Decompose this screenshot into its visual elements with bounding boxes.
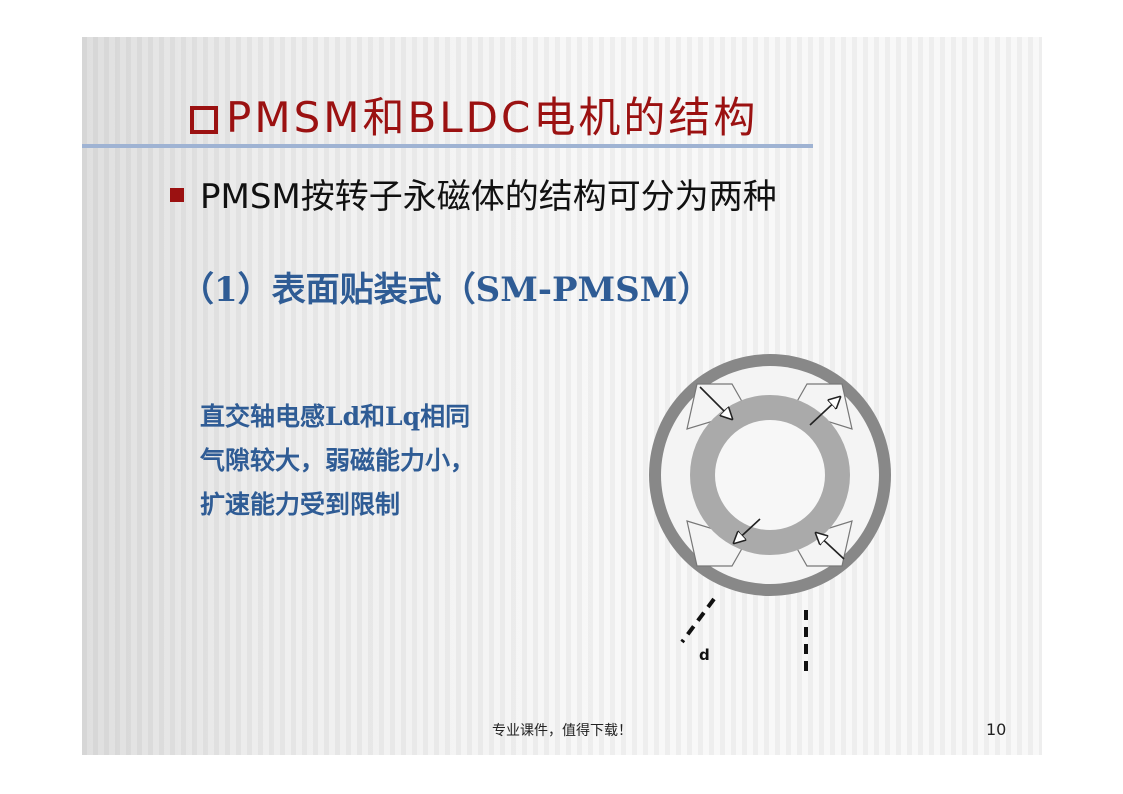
title-checkbox-icon — [190, 106, 218, 134]
title-underline — [82, 144, 813, 148]
note-line-3: 扩速能力受到限制 — [200, 490, 401, 519]
d-axis-label: d — [699, 646, 710, 664]
rotor-bore — [715, 420, 825, 530]
bullet-text: PMSM按转子永磁体的结构可分为两种 — [200, 177, 777, 217]
note-line-2: 气隙较大，弱磁能力小， — [200, 446, 476, 475]
arrow-bottom-left — [734, 518, 761, 543]
notes-block: 直交轴电感Ld和Lq相同 气隙较大，弱磁能力小， 扩速能力受到限制 — [200, 395, 475, 527]
slide: PMSM和BLDC电机的结构 PMSM按转子永磁体的结构可分为两种 （1）表面贴… — [82, 37, 1042, 755]
sm-pmsm-cross-section-diagram: d q — [649, 354, 891, 677]
arrow-bottom-right — [816, 533, 845, 560]
slide-title: PMSM和BLDC电机的结构 — [190, 93, 758, 143]
bullet-square-icon — [170, 188, 184, 202]
arrow-top-right — [809, 397, 840, 426]
note-line-1: 直交轴电感Ld和Lq相同 — [200, 402, 471, 431]
d-axis-line — [680, 597, 716, 644]
slide-title-text: PMSM和BLDC电机的结构 — [226, 93, 759, 142]
bullet-item: PMSM按转子永磁体的结构可分为两种 — [170, 173, 777, 221]
page-number: 10 — [986, 720, 1007, 739]
footer-text: 专业课件，值得下载！ — [492, 723, 632, 739]
arrow-top-left — [699, 386, 732, 419]
subheading: （1）表面贴装式（SM-PMSM） — [180, 270, 712, 310]
